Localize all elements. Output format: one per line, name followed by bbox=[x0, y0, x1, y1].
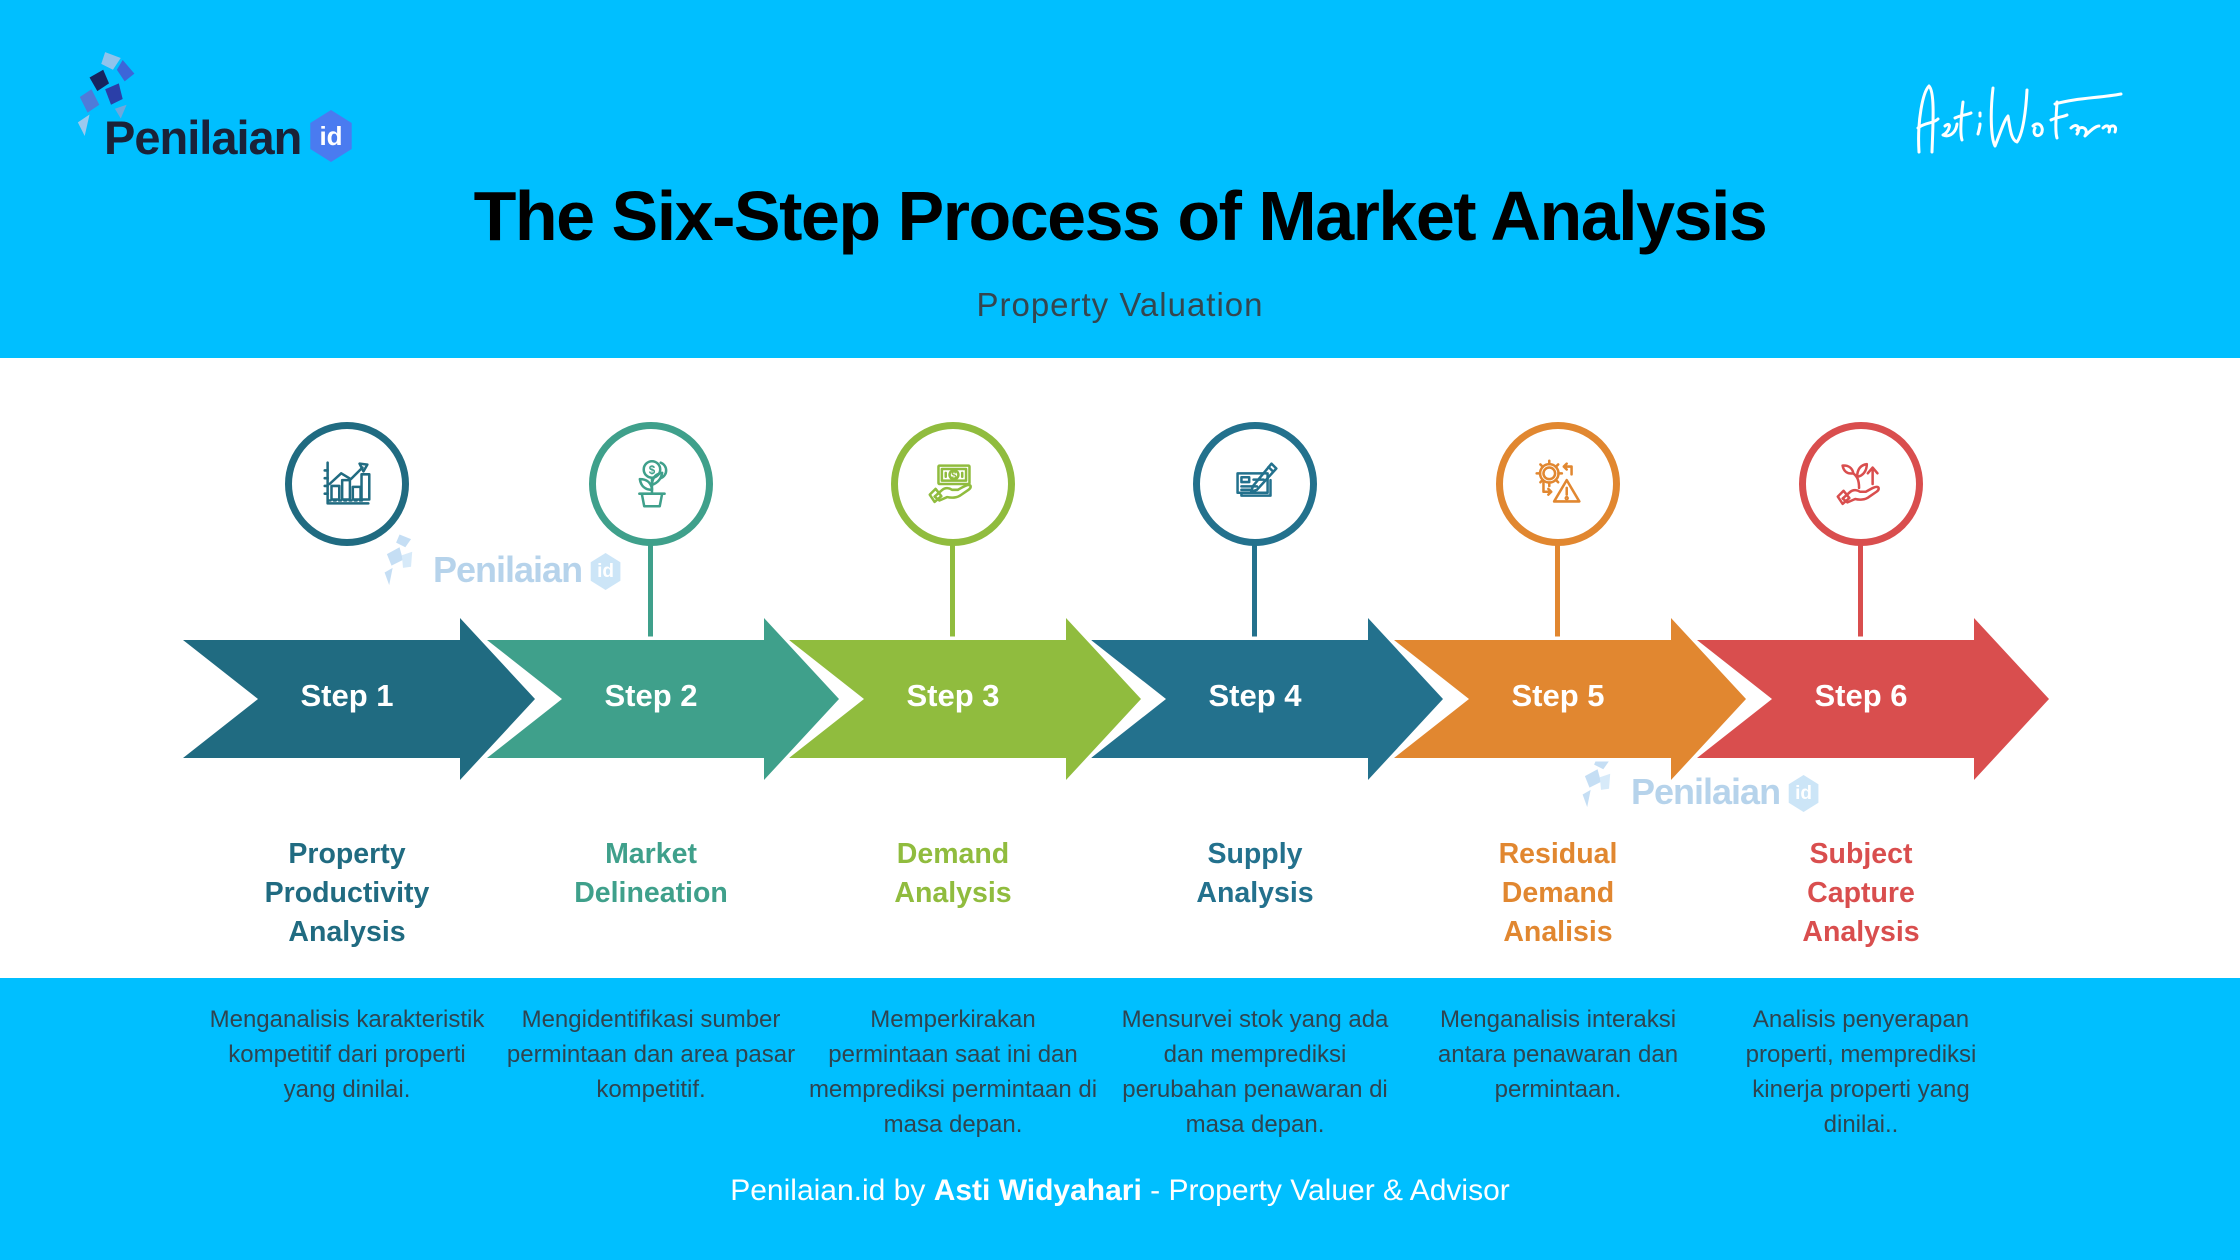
brand-logo: Penilaian id bbox=[72, 48, 392, 178]
step-title: Demand Analysis bbox=[894, 838, 1012, 909]
step-title: Residual Demand Analisis bbox=[1498, 838, 1618, 948]
signature-asti-widyahari bbox=[1916, 84, 2123, 154]
step-6-arrow bbox=[1686, 615, 2054, 785]
step-label: Step 2 bbox=[604, 678, 698, 713]
step-description: Mensurvei stok yang ada dan memprediksi … bbox=[1121, 1006, 1389, 1139]
step-label: Step 1 bbox=[300, 678, 394, 713]
page-title: The Six-Step Process of Market Analysis bbox=[473, 177, 1768, 255]
header-band bbox=[0, 0, 2240, 358]
step-connector bbox=[648, 540, 653, 643]
footer-prefix: Penilaian.id by bbox=[730, 1174, 934, 1207]
watermark-badge: id bbox=[1788, 775, 1819, 812]
step-icon-circle bbox=[285, 422, 409, 546]
step-1-arrow bbox=[172, 615, 540, 785]
step-icon-circle: $ bbox=[891, 422, 1015, 546]
brand-name: Penilaian bbox=[104, 111, 302, 164]
step-connector bbox=[1252, 540, 1257, 643]
step-description: Menganalisis karakteristik kompetitif da… bbox=[209, 1006, 485, 1104]
step-icon-circle bbox=[1799, 422, 1923, 546]
step-icon-circle bbox=[1496, 422, 1620, 546]
step-description: Memperkirakan permintaan saat ini dan me… bbox=[808, 1006, 1098, 1139]
step-description: Mengidentifikasi sumber permintaan dan a… bbox=[506, 1006, 796, 1104]
watermark-text: Penilaian bbox=[433, 549, 583, 590]
step-icon-circle: $ bbox=[589, 422, 713, 546]
step-column-4: Step 4 Supply Analysis Mensurvei stok ya… bbox=[1105, 0, 1405, 1260]
watermark: Penilaian id bbox=[380, 532, 622, 590]
step-3-arrow bbox=[778, 615, 1146, 785]
step-title: Supply Analysis bbox=[1196, 838, 1314, 909]
step-label: Step 5 bbox=[1511, 678, 1605, 713]
footer-band bbox=[0, 978, 2240, 1260]
svg-text:$: $ bbox=[951, 471, 957, 482]
step-5-arrow bbox=[1383, 615, 1751, 785]
step-connector bbox=[1858, 540, 1863, 643]
penilaian-drop-icon bbox=[77, 52, 135, 136]
svg-text:$: $ bbox=[649, 464, 656, 477]
step-title: Subject Capture Analysis bbox=[1802, 838, 1920, 948]
step-label: Step 4 bbox=[1208, 678, 1302, 713]
step-column-2: $ Step 2 Market Delineation Mengidentifi… bbox=[501, 0, 801, 1260]
watermark: Penilaian id bbox=[1578, 754, 1820, 812]
watermark-text: Penilaian bbox=[1631, 771, 1781, 812]
penilaian-drop-icon bbox=[384, 534, 413, 586]
footer-credit: Penilaian.id by Asti Widyahari - Propert… bbox=[0, 1174, 2240, 1208]
step-connector bbox=[950, 540, 955, 643]
process-arrow-train bbox=[172, 615, 2054, 785]
step-icon-circle bbox=[1193, 422, 1317, 546]
step-column-1: Step 1 Property Productivity Analysis Me… bbox=[197, 0, 497, 1260]
footer-suffix: - Property Valuer & Advisor bbox=[1141, 1174, 1510, 1207]
step-label: Step 3 bbox=[906, 678, 1000, 713]
step-title: Property Productivity Analysis bbox=[264, 838, 430, 948]
step-title: Market Delineation bbox=[574, 838, 728, 909]
step-column-3: $ Step 3 Demand Analysis Memperkirakan p… bbox=[803, 0, 1103, 1260]
money-in-hand-icon: $ bbox=[928, 464, 972, 504]
step-description: Menganalisis interaksi antara penawaran … bbox=[1437, 1006, 1679, 1104]
brand-badge: id bbox=[310, 110, 352, 162]
money-plant-icon: $ bbox=[638, 459, 668, 508]
check-writing-icon bbox=[1236, 462, 1278, 497]
step-connector bbox=[1555, 540, 1560, 643]
step-column-6: Step 6 Subject Capture Analysis Analisis… bbox=[1711, 0, 2011, 1260]
watermark-badge: id bbox=[590, 553, 621, 590]
gear-warning-icon bbox=[1535, 459, 1581, 503]
step-label: Step 6 bbox=[1814, 678, 1908, 713]
footer-author: Asti Widyahari bbox=[933, 1174, 1142, 1207]
step-description: Analisis penyerapan properti, memprediks… bbox=[1745, 1006, 1977, 1139]
step-4-arrow bbox=[1080, 615, 1448, 785]
page-subtitle: Property Valuation bbox=[976, 286, 1264, 323]
growth-in-hand-icon bbox=[1836, 462, 1880, 506]
step-column-5: Step 5 Residual Demand Analisis Menganal… bbox=[1408, 0, 1708, 1260]
bar-chart-growth-icon bbox=[323, 461, 371, 505]
step-2-arrow bbox=[476, 615, 844, 785]
